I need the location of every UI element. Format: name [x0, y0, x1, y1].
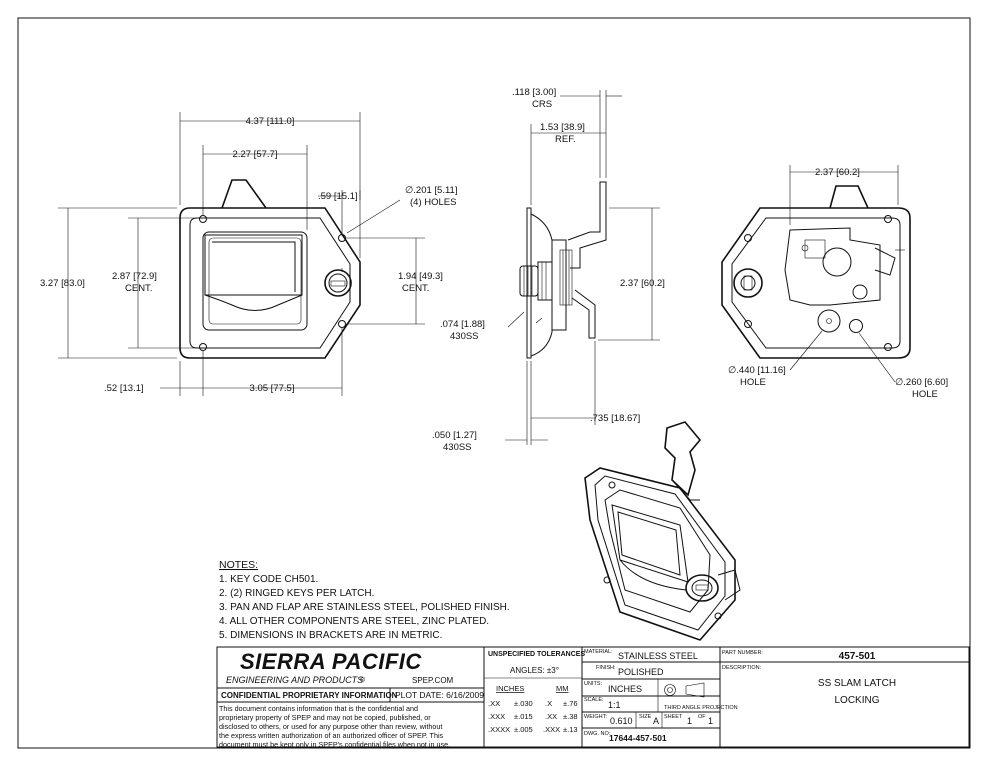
side-dimensions: .118 [3.00] CRS 1.53 [38.9] REF. 2.37 [6… [432, 87, 665, 453]
dim-hole-440: ∅.440 [11.16] [728, 365, 786, 376]
dwg-label: DWG. NO: [584, 731, 611, 737]
dim-lock-height-note: CENT. [402, 283, 429, 294]
dim-inner-height: 2.87 [72.9] [112, 271, 157, 282]
dim-crs-note: CRS [532, 99, 552, 110]
confidential-line-1: This document contains information that … [219, 704, 418, 713]
dim-hole-dia: ∅.201 [5.11] [405, 185, 457, 196]
units-label: UNITS: [584, 681, 603, 687]
dim-hole-note: (4) HOLES [410, 197, 456, 208]
tol-row3-mm: .XXX [543, 725, 560, 734]
rear-view [721, 185, 911, 359]
scale-label: SCALE: [584, 697, 604, 703]
note-2: 2. (2) RINGED KEYS PER LATCH. [219, 588, 374, 599]
of-value: 1 [708, 716, 713, 726]
dim-overall-height: 3.27 [83.0] [40, 278, 85, 289]
company-name: SIERRA PACIFIC [240, 649, 422, 674]
third-angle-projection-icon [664, 682, 705, 698]
tol-row2-in: .XXX [488, 712, 505, 721]
plot-date: PLOT DATE: 6/16/2009 [395, 690, 484, 700]
website: SPEP.COM [412, 676, 454, 685]
finish-label: FINISH: [596, 665, 616, 671]
title-block: SIERRA PACIFIC ENGINEERING AND PRODUCTS … [216, 646, 970, 749]
note-3: 3. PAN AND FLAP ARE STAINLESS STEEL, POL… [219, 602, 510, 613]
tol-row1-mm: .X [545, 699, 552, 708]
projection-label: THIRD ANGLE PROJECTION [664, 705, 738, 711]
side-view [519, 181, 607, 359]
registered-mark: ® [360, 676, 366, 684]
note-1: 1. KEY CODE CH501. [219, 574, 318, 585]
tol-row1-in-val: ±.030 [514, 699, 533, 708]
finish-value: POLISHED [618, 667, 664, 677]
tol-row3-in: .XXXX [488, 725, 510, 734]
notes-heading: NOTES: [219, 559, 258, 571]
notes: NOTES: 1. KEY CODE CH501. 2. (2) RINGED … [219, 559, 510, 641]
tolerances-title: UNSPECIFIED TOLERANCES [488, 651, 585, 658]
confidential-line-3: disclosed to others, or used for any pur… [219, 722, 442, 731]
description-line-1: SS SLAM LATCH [818, 678, 896, 689]
tol-row3-in-val: ±.005 [514, 725, 533, 734]
dim-inner-height-note: CENT. [125, 283, 152, 294]
material-label: MATERIAL: [584, 649, 613, 655]
dim-rear-width: 2.37 [60.2] [815, 167, 860, 178]
tolerances-inches-label: INCHES [496, 684, 524, 693]
tolerances-mm-label: MM [556, 684, 569, 693]
description-label: DESCRIPTION: [722, 665, 762, 671]
units-value: INCHES [608, 684, 642, 694]
rear-dimensions: 2.37 [60.2] ∅.440 [11.16] HOLE ∅.260 [6.… [728, 165, 948, 400]
dim-crs: .118 [3.00] [512, 87, 556, 98]
part-number: 457-501 [839, 651, 876, 662]
confidential-line-4: the express written authorization of an … [219, 731, 444, 740]
note-4: 4. ALL OTHER COMPONENTS ARE STEEL, ZINC … [219, 616, 489, 627]
confidential-line-5: document must be kept only in SPEP's con… [219, 740, 450, 749]
isometric-view [584, 421, 741, 641]
confidential-label: CONFIDENTIAL PROPRIETARY INFORMATION [221, 691, 398, 700]
tol-row2-mm: .XX [545, 712, 557, 721]
tol-row2-mm-val: ±.38 [563, 712, 578, 721]
confidential-line-2: proprietary property of SPEP and may not… [219, 713, 431, 722]
dim-hole-offset: .59 [15.1] [318, 191, 358, 202]
tol-row1-mm-val: ±.76 [563, 699, 578, 708]
front-dimensions: 4.37 [111.0] 2.27 [57.7] .59 [15.1] ∅.20… [40, 112, 457, 396]
dwg-number: 17644-457-501 [609, 733, 667, 743]
dim-bottom-width: 3.05 [77.5] [250, 383, 295, 394]
dim-side-height: 2.37 [60.2] [620, 278, 665, 289]
dim-overall-width: 4.37 [111.0] [246, 116, 295, 127]
dim-ref-note: REF. [555, 134, 576, 145]
company-subtitle: ENGINEERING AND PRODUCTS [226, 675, 363, 685]
sheet-border [17, 17, 971, 749]
tol-row3-mm-val: ±.13 [563, 725, 578, 734]
dim-hole-260-note: HOLE [912, 389, 938, 400]
dim-inner-width: 2.27 [57.7] [233, 149, 278, 160]
dim-thick-050-note: 430SS [443, 442, 472, 453]
dim-hole-260: ∅.260 [6.60] [895, 377, 948, 388]
dim-lock-height: 1.94 [49.3] [398, 271, 443, 282]
scale-value: 1:1 [608, 700, 621, 710]
of-label: OF [698, 714, 706, 720]
note-5: 5. DIMENSIONS IN BRACKETS ARE IN METRIC. [219, 630, 442, 641]
size-value: A [653, 716, 659, 726]
tolerances-angles: ANGLES: ±3° [510, 666, 559, 675]
weight-label: WEIGHT: [584, 714, 607, 720]
dim-ref-width: 1.53 [38.9] [540, 122, 585, 133]
dim-thick-050: .050 [1.27] [432, 430, 477, 441]
sheet-label: SHEET [664, 714, 683, 720]
size-label: SIZE [639, 714, 652, 720]
dim-thick-074: .074 [1.88] [440, 319, 485, 330]
tol-row2-in-val: ±.015 [514, 712, 533, 721]
dim-hole-440-note: HOLE [740, 377, 766, 388]
dim-left-offset: .52 [13.1] [104, 383, 144, 394]
description-line-2: LOCKING [834, 695, 879, 706]
weight-value: 0.610 [610, 716, 633, 726]
sheet-value: 1 [687, 716, 692, 726]
material-value: STAINLESS STEEL [618, 651, 698, 661]
front-view [179, 179, 361, 359]
tol-row1-in: .XX [488, 699, 500, 708]
part-number-label: PART NUMBER: [722, 650, 763, 656]
dim-depth: .735 [18.67] [590, 413, 640, 424]
dim-thick-074-note: 430SS [450, 331, 479, 342]
